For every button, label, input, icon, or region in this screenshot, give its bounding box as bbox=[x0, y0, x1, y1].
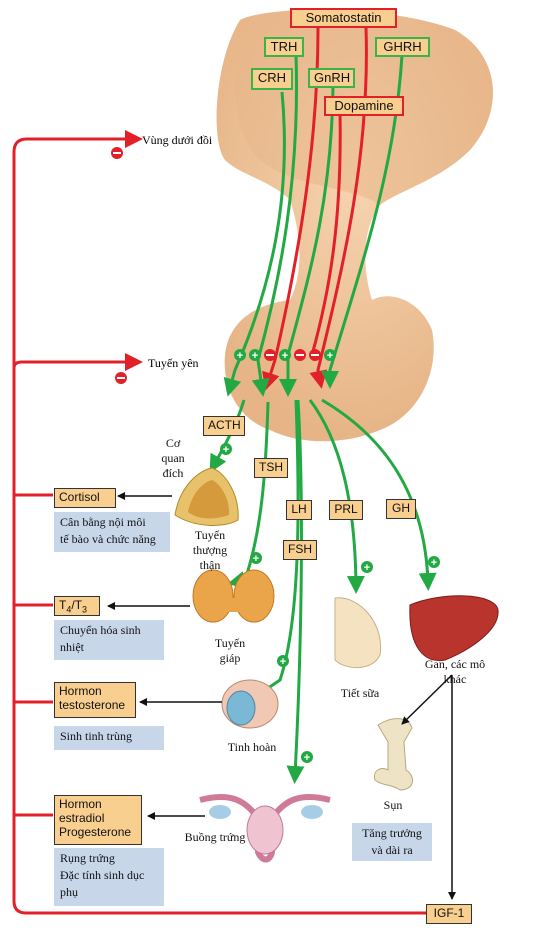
acth-box: ACTH bbox=[203, 416, 245, 436]
pituitary-label: Tuyến yên bbox=[148, 356, 199, 370]
svg-text:+: + bbox=[282, 350, 288, 362]
prl-box: PRL bbox=[329, 500, 363, 520]
svg-text:+: + bbox=[223, 444, 229, 456]
testosterone-box: Hormon testosterone bbox=[54, 682, 136, 718]
breast-drawing bbox=[334, 597, 382, 669]
cortisol-box: Cortisol bbox=[54, 488, 116, 508]
lh-box: LH bbox=[286, 500, 312, 520]
liver-drawing bbox=[409, 595, 499, 662]
ovary-drawing bbox=[199, 793, 331, 863]
somatostatin-box: Somatostatin bbox=[290, 8, 397, 28]
tsh-box: TSH bbox=[254, 458, 288, 478]
gh-box: GH bbox=[386, 499, 416, 519]
testis-drawing bbox=[221, 679, 279, 729]
cartilage-label: Sụn bbox=[383, 798, 403, 812]
t4-t3-box: T4/T3 bbox=[54, 596, 100, 616]
dopamine-box: Dopamine bbox=[324, 96, 404, 116]
target-organ-label: Cơ quan đích bbox=[161, 436, 185, 480]
svg-text:+: + bbox=[252, 350, 258, 362]
svg-text:+: + bbox=[364, 562, 370, 574]
crh-box: CRH bbox=[251, 68, 293, 90]
cartilage-bone-drawing bbox=[373, 718, 413, 791]
ovary-effect: Rụng trứng Đặc tính sinh dục phụ bbox=[54, 848, 164, 906]
cortisol-effect: Cân bằng nội môi tế bào và chức năng bbox=[54, 512, 170, 552]
hypothalamus-label: Vùng dưới đồi bbox=[142, 133, 213, 147]
svg-text:+: + bbox=[280, 656, 286, 668]
adrenal-label: Tuyến thượng thận bbox=[192, 528, 228, 572]
svg-text:+: + bbox=[253, 553, 259, 565]
adrenal-gland-drawing bbox=[174, 467, 239, 526]
svg-text:+: + bbox=[237, 350, 243, 362]
ghrh-box: GHRH bbox=[375, 37, 430, 57]
breast-label: Tiết sữa bbox=[340, 686, 380, 700]
product-arrows bbox=[107, 492, 456, 900]
thyroid-gland-drawing bbox=[192, 569, 275, 623]
svg-text:+: + bbox=[304, 752, 310, 764]
svg-text:+: + bbox=[431, 557, 437, 569]
igf1-box: IGF-1 bbox=[426, 904, 472, 924]
testis-label: Tinh hoàn bbox=[227, 740, 277, 754]
pituitary-signal-markers: + + + + bbox=[234, 349, 336, 362]
fsh-box: FSH bbox=[283, 540, 317, 560]
ovary-label: Buồng trứng bbox=[184, 830, 246, 844]
estradiol-progesterone-box: Hormon estradiol Progesterone bbox=[54, 795, 142, 845]
feedback-loop bbox=[12, 130, 426, 915]
svg-text:+: + bbox=[327, 350, 333, 362]
thyroid-label: Tuyến giáp bbox=[214, 636, 246, 665]
target-plus-markers: + + + + + + bbox=[220, 443, 440, 764]
growth-effect: Tăng trưởng và dài ra bbox=[352, 823, 432, 861]
thyroid-effect: Chuyển hóa sinh nhiệt bbox=[54, 620, 164, 660]
trh-box: TRH bbox=[264, 37, 304, 57]
liver-label: Gan, các mô khác bbox=[424, 657, 486, 686]
gnrh-box: GnRH bbox=[308, 68, 355, 88]
testosterone-effect: Sinh tinh trùng bbox=[54, 726, 164, 750]
